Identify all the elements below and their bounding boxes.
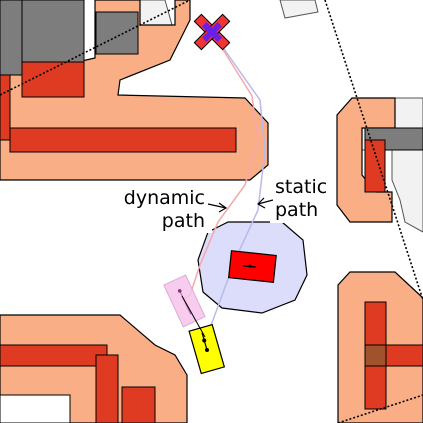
- dynamic-path-label-bg: [116, 183, 212, 233]
- building-top-left-2: [21, 0, 85, 66]
- building-top-left: [0, 0, 23, 76]
- static-path-label-bg: [270, 173, 334, 223]
- boundary-line-bottom: [337, 394, 423, 423]
- dynamic-path-label-line2: path: [162, 210, 205, 232]
- static-path-label-line2: path: [275, 199, 318, 221]
- obstacle-right-overlap: [364, 344, 387, 367]
- goal-x-icon: [193, 13, 231, 51]
- boundary-line-diagonal-top: [0, 0, 191, 96]
- obstacle-top-left-block: [21, 61, 85, 98]
- gray-region-top-right-small: [279, 0, 319, 19]
- building-top-mid: [95, 11, 139, 55]
- robot-heading-line: [181, 295, 206, 338]
- static-path-arrow: [257, 197, 274, 209]
- boundary-line-right: [324, 0, 423, 301]
- obstacle-long-bar: [9, 127, 237, 153]
- obstacle-bottom-left-vertical: [95, 354, 119, 423]
- obstacle-bottom-left-white: [0, 394, 71, 423]
- robot-icon: [188, 323, 226, 375]
- dynamic-path-arrow: [207, 202, 228, 213]
- dynamic-path-label-line1: dynamic: [124, 187, 205, 209]
- obstacle-bottom-left-small: [121, 386, 156, 423]
- obstacle-left-vertical: [0, 74, 11, 141]
- static-path-line: [204, 31, 266, 341]
- obstacle-right-vertical: [364, 139, 386, 193]
- static-path-label-line1: static: [275, 176, 327, 198]
- moving-obstacle-icon: [227, 250, 277, 283]
- obstacle-bottom-left-bar: [0, 344, 108, 367]
- obstacle-right-bottom-horizontal: [385, 344, 423, 367]
